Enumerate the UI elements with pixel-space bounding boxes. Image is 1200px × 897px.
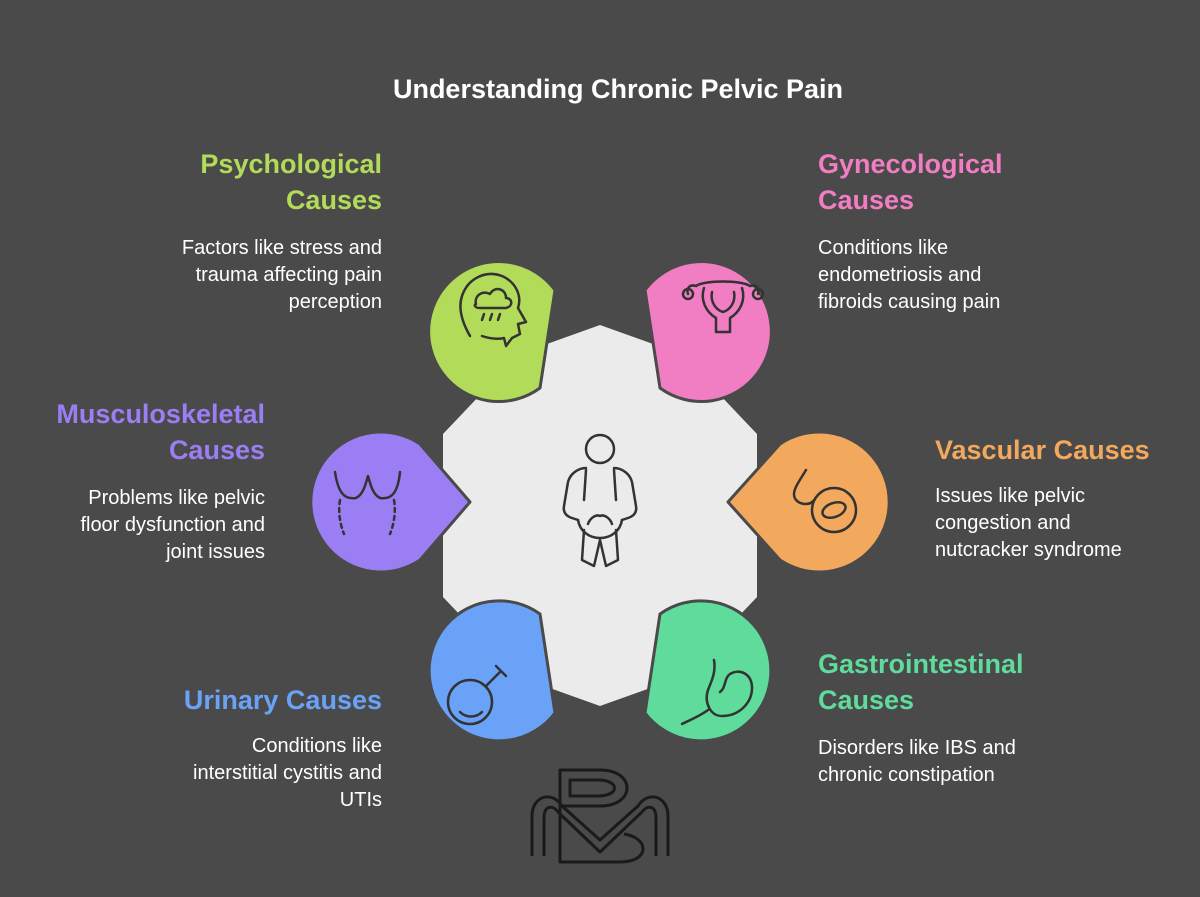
psychological-label: Psychological Causes Factors like stress… [182, 146, 382, 316]
vascular-drop [726, 430, 891, 574]
urinary-label: Urinary Causes Conditions like interstit… [184, 682, 382, 814]
psychological-description: Factors like stress and trauma affecting… [181, 237, 382, 313]
gastrointestinal-drop [643, 599, 773, 743]
urinary-drop [427, 599, 557, 743]
musculoskeletal-title: Musculoskeletal Causes [56, 399, 265, 465]
psychological-drop [427, 260, 557, 403]
bs-monogram-logo [530, 768, 670, 864]
gastrointestinal-description: Disorders like IBS and chronic constipat… [818, 737, 1016, 786]
psychological-title: Psychological Causes [200, 149, 382, 215]
vascular-description: Issues like pelvic congestion and nutcra… [935, 485, 1122, 561]
person-pelvic-pain-icon [562, 433, 638, 568]
musculoskeletal-label: Musculoskeletal Causes Problems like pel… [56, 396, 265, 566]
uterus-icon [681, 280, 765, 334]
gynecological-drop [643, 260, 773, 403]
torso-muscles-icon [333, 470, 402, 536]
gastrointestinal-title: Gastrointestinal Causes [818, 649, 1024, 715]
gynecological-title: Gynecological Causes [818, 149, 1003, 215]
gynecological-description: Conditions like endometriosis and fibroi… [818, 237, 1001, 313]
head-raincloud-icon [459, 272, 528, 348]
musculoskeletal-description: Problems like pelvic floor dysfunction a… [80, 487, 265, 563]
blood-cell-drop-icon [792, 468, 858, 534]
stomach-icon [680, 658, 754, 726]
urinary-description: Conditions like interstitial cystitis an… [193, 735, 382, 811]
vascular-label: Vascular Causes Issues like pelvic conge… [935, 432, 1150, 564]
musculoskeletal-drop [309, 430, 472, 574]
gastrointestinal-label: Gastrointestinal Causes Disorders like I… [818, 646, 1024, 789]
vascular-title: Vascular Causes [935, 435, 1150, 465]
urinary-title: Urinary Causes [183, 685, 382, 715]
page-title: Understanding Chronic Pelvic Pain [392, 74, 844, 104]
bladder-icon [446, 664, 508, 726]
gynecological-label: Gynecological Causes Conditions like end… [818, 146, 1003, 316]
